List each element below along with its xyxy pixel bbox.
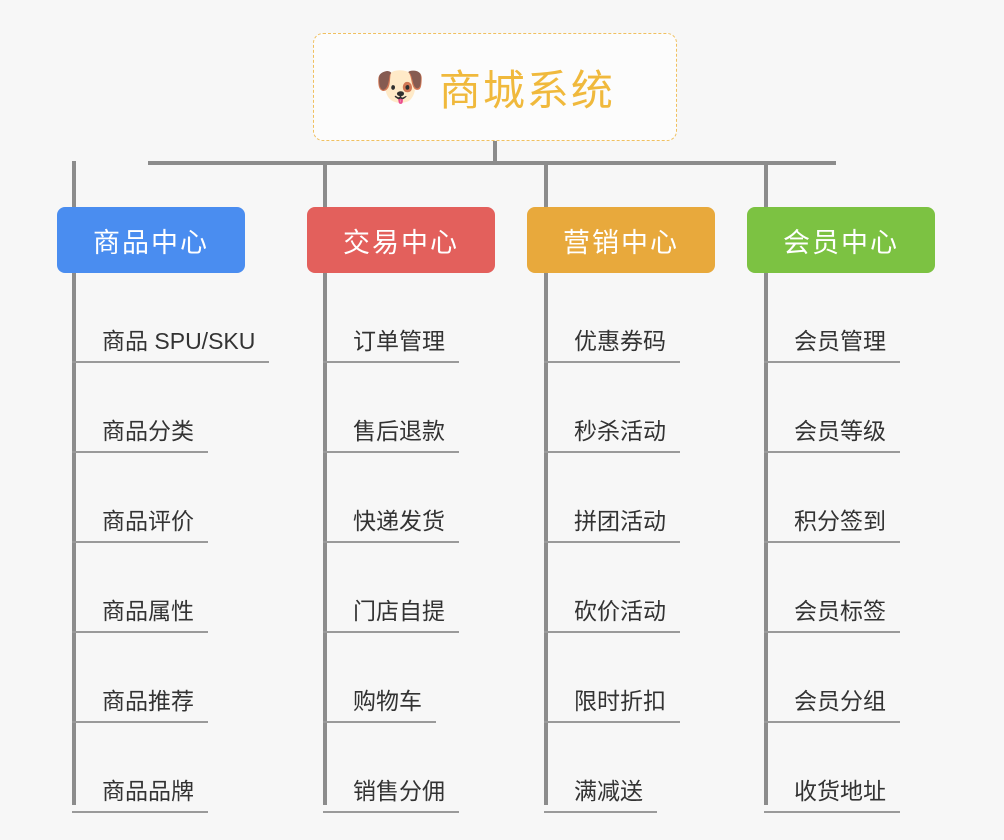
leaf-item-label: 收货地址 xyxy=(764,777,900,813)
leaf-item[interactable]: 订单管理 xyxy=(323,273,459,363)
branch-spine-1 xyxy=(72,273,76,805)
leaf-item-label: 拼团活动 xyxy=(544,507,680,543)
leaf-item[interactable]: 收货地址 xyxy=(764,723,900,813)
leaf-item[interactable]: 会员管理 xyxy=(764,273,900,363)
leaf-item-label: 商品属性 xyxy=(72,597,208,633)
leaf-item-label: 订单管理 xyxy=(323,327,459,363)
dog-face-icon: 🐶 xyxy=(375,65,425,109)
leaf-item[interactable]: 商品分类 xyxy=(72,363,208,453)
leaf-item-label: 秒杀活动 xyxy=(544,417,680,453)
category-label: 商品中心 xyxy=(93,227,209,258)
leaf-item-label: 积分签到 xyxy=(764,507,900,543)
connector-root-stem xyxy=(493,141,497,165)
connector-horizontal-bus xyxy=(148,161,836,165)
leaf-item-label: 会员管理 xyxy=(764,327,900,363)
leaf-item[interactable]: 商品推荐 xyxy=(72,633,208,723)
connector-drop-1 xyxy=(72,161,76,207)
leaf-item-label: 快递发货 xyxy=(323,507,459,543)
root-node[interactable]: 🐶 商城系统 xyxy=(313,33,677,141)
leaf-item-label: 会员标签 xyxy=(764,597,900,633)
leaf-item-label: 购物车 xyxy=(323,687,436,723)
leaf-item-label: 砍价活动 xyxy=(544,597,680,633)
leaf-item[interactable]: 会员等级 xyxy=(764,363,900,453)
leaf-item[interactable]: 商品 SPU/SKU xyxy=(72,273,270,363)
leaf-item[interactable]: 满减送 xyxy=(544,723,657,813)
category-box-1[interactable]: 商品中心 xyxy=(57,207,245,273)
leaf-item[interactable]: 优惠券码 xyxy=(544,273,680,363)
leaf-item-label: 商品推荐 xyxy=(72,687,208,723)
category-label: 会员中心 xyxy=(783,227,899,258)
leaf-item-label: 商品评价 xyxy=(72,507,208,543)
branch-spine-2 xyxy=(323,273,327,805)
leaf-item[interactable]: 门店自提 xyxy=(323,543,459,633)
leaf-item[interactable]: 商品评价 xyxy=(72,453,208,543)
leaf-item-label: 商品分类 xyxy=(72,417,208,453)
leaf-item[interactable]: 积分签到 xyxy=(764,453,900,543)
category-label: 营销中心 xyxy=(563,227,679,258)
leaf-item-label: 门店自提 xyxy=(323,597,459,633)
leaf-item-label: 会员分组 xyxy=(764,687,900,723)
leaf-item[interactable]: 砍价活动 xyxy=(544,543,680,633)
category-box-2[interactable]: 交易中心 xyxy=(307,207,495,273)
leaf-item-label: 销售分佣 xyxy=(323,777,459,813)
leaf-item[interactable]: 售后退款 xyxy=(323,363,459,453)
leaf-item-label: 售后退款 xyxy=(323,417,459,453)
leaf-item-label: 商品 SPU/SKU xyxy=(72,327,270,363)
leaf-item-label: 优惠券码 xyxy=(544,327,680,363)
category-box-4[interactable]: 会员中心 xyxy=(747,207,935,273)
leaf-item[interactable]: 快递发货 xyxy=(323,453,459,543)
leaf-item[interactable]: 会员标签 xyxy=(764,543,900,633)
branch-spine-3 xyxy=(544,273,548,805)
leaf-item-label: 会员等级 xyxy=(764,417,900,453)
leaf-item-label: 满减送 xyxy=(544,777,657,813)
connector-drop-3 xyxy=(544,161,548,207)
leaf-item[interactable]: 秒杀活动 xyxy=(544,363,680,453)
leaf-item[interactable]: 购物车 xyxy=(323,633,436,723)
branch-spine-4 xyxy=(764,273,768,805)
leaf-item-label: 商品品牌 xyxy=(72,777,208,813)
connector-drop-4 xyxy=(764,161,768,207)
leaf-item[interactable]: 商品品牌 xyxy=(72,723,208,813)
leaf-item[interactable]: 限时折扣 xyxy=(544,633,680,723)
leaf-item[interactable]: 商品属性 xyxy=(72,543,208,633)
leaf-item[interactable]: 会员分组 xyxy=(764,633,900,723)
leaf-item-label: 限时折扣 xyxy=(544,687,680,723)
root-title: 商城系统 xyxy=(438,66,615,114)
category-box-3[interactable]: 营销中心 xyxy=(527,207,715,273)
connector-drop-2 xyxy=(323,161,327,207)
category-label: 交易中心 xyxy=(343,227,459,258)
leaf-item[interactable]: 销售分佣 xyxy=(323,723,459,813)
leaf-item[interactable]: 拼团活动 xyxy=(544,453,680,543)
